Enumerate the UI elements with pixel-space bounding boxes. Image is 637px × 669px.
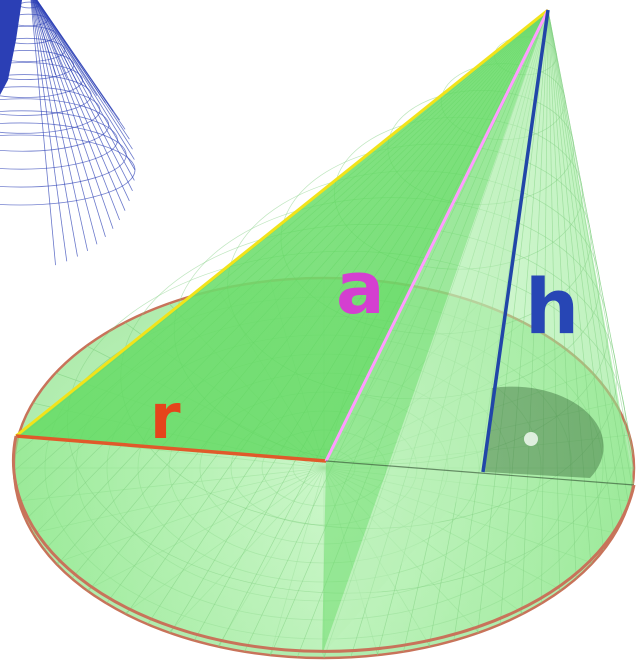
wire-cone-generator [35, 0, 135, 181]
right-angle-dot [524, 432, 538, 446]
label-h: h [525, 262, 579, 351]
wire-cone-ring [0, 134, 136, 206]
inner-triangle-right [322, 10, 548, 655]
slant-triangle [16, 10, 548, 461]
base-diameter-right [325, 460, 635, 486]
wire-cone-generator [31, 0, 78, 257]
edge-line [15, 8, 549, 438]
wire-cone-ring [0, 37, 66, 63]
wire-cone-ring [0, 74, 92, 116]
wire-cone-ring [0, 110, 118, 170]
wire-cone-generator [32, 0, 98, 245]
label-a: a [336, 246, 385, 330]
wire-cone-ring [0, 62, 83, 98]
wire-cone-generator [32, 0, 106, 238]
wire-cone-generator [30, 0, 68, 262]
wire-cone-generator [36, 0, 130, 140]
inner-triangle [322, 10, 548, 655]
wire-cone-generator [35, 0, 135, 160]
label-r: r [150, 380, 181, 453]
wire-cone-generator [33, 0, 126, 211]
wire-cone-generator [34, 0, 133, 191]
wire-cone-ring [0, 98, 110, 152]
wire-cone-generator [30, 0, 56, 266]
radius-line [15, 434, 327, 463]
height-line [481, 9, 550, 473]
wire-cone-ring [0, 25, 57, 45]
right-angle-marker [485, 386, 604, 478]
wire-cone-ring [0, 50, 75, 80]
wire-cone-generator [35, 0, 133, 150]
wireframe-cone-thumbnail [0, 0, 136, 266]
wire-cone-shaded-edge [0, 0, 22, 95]
slant-line [324, 9, 550, 462]
wire-cone-generator [31, 0, 88, 251]
base-rim-front [11, 435, 636, 653]
wire-cone-ring [0, 122, 127, 188]
wire-cone-generator [34, 0, 130, 202]
wire-cone-ring [0, 86, 101, 134]
